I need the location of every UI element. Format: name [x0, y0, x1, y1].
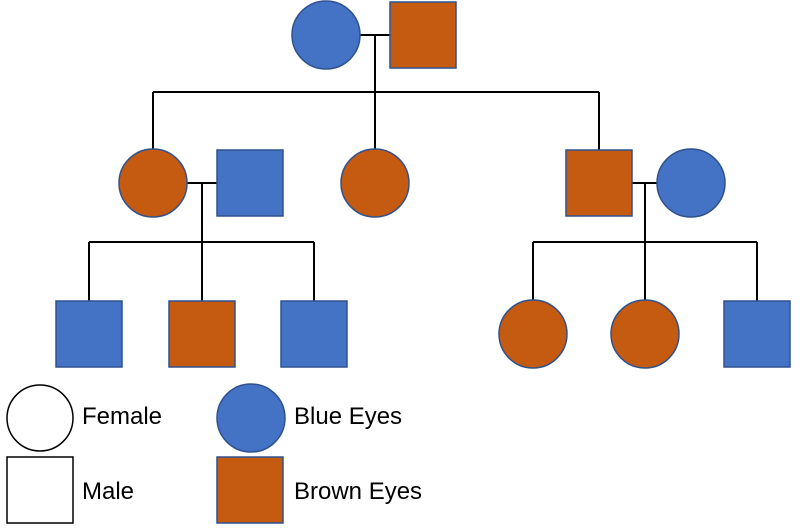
gen2-male-brown-eyes	[565, 149, 633, 217]
gen2-female-brown-eyes	[118, 148, 188, 218]
legend-female-symbol	[6, 384, 74, 452]
legend-brown-eyes-swatch	[216, 456, 284, 524]
legend	[6, 383, 286, 524]
gen1-female-blue-eyes	[291, 0, 361, 70]
legend-blue-eyes-label: Blue Eyes	[294, 403, 403, 430]
legend-male-label: Male	[82, 478, 135, 505]
legend-brown-eyes-label: Brown Eyes	[294, 478, 423, 505]
gen3-male-blue-eyes	[280, 300, 348, 368]
gen3-female-brown-eyes	[498, 299, 568, 369]
legend-female-label: Female	[82, 403, 163, 430]
legend-male-symbol	[6, 456, 74, 524]
gen3-male-blue-eyes	[55, 300, 123, 368]
gen3-male-brown-eyes	[168, 300, 236, 368]
pedigree-lines	[88, 34, 758, 301]
gen1-male-brown-eyes	[389, 1, 457, 69]
gen2-female-blue-eyes	[656, 148, 726, 218]
gen3-male-blue-eyes	[723, 300, 791, 368]
gen2-male-blue-eyes	[216, 149, 284, 217]
legend-blue-eyes-swatch	[216, 383, 286, 453]
gen3-female-brown-eyes	[610, 299, 680, 369]
gen2-female-brown-eyes	[340, 148, 410, 218]
